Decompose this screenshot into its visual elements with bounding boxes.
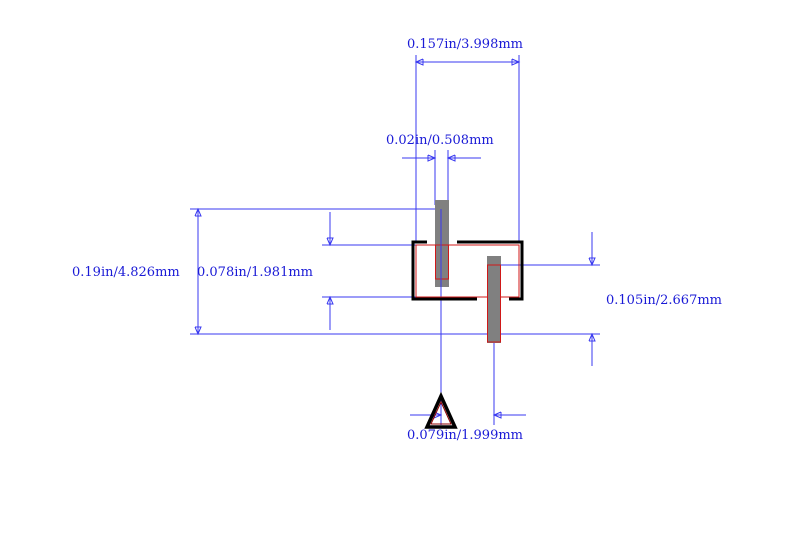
- arrow-left: [414, 58, 424, 66]
- pin-2-edge: [487, 264, 501, 343]
- arrow-up: [194, 207, 202, 217]
- dim-right-height: 0.105in/2.667mm: [494, 232, 722, 366]
- arrow-body-top: [326, 237, 334, 247]
- package-outline: [411, 240, 524, 301]
- outline-right-bracket: [457, 240, 524, 301]
- body-edge: [415, 244, 520, 298]
- arrow-right-top: [588, 257, 596, 267]
- dim-pin-width: 0.02in/0.508mm: [386, 133, 494, 205]
- arrow-pin-left: [427, 154, 437, 162]
- pin1-marker-inner-icon: [430, 400, 452, 425]
- outline-left-bracket: [411, 240, 477, 301]
- label-pin-width: 0.02in/0.508mm: [386, 133, 494, 148]
- dim-total-height: 0.19in/4.826mm: [72, 207, 600, 336]
- dim-pin-pitch: 0.079in/1.999mm: [407, 287, 526, 443]
- arrow-down: [194, 326, 202, 336]
- pin-1: [435, 200, 449, 287]
- dim-top-width: 0.157in/3.998mm: [407, 37, 523, 242]
- label-right-height: 0.105in/2.667mm: [606, 293, 722, 308]
- pad-2: [487, 256, 501, 343]
- pin-2: [487, 256, 501, 343]
- label-total-height: 0.19in/4.826mm: [72, 265, 180, 280]
- arrow-right-bottom: [588, 332, 596, 342]
- label-pin-pitch: 0.079in/1.999mm: [407, 428, 523, 443]
- dim-body-height: 0.078in/1.981mm: [197, 212, 436, 330]
- arrow-body-bottom: [326, 295, 334, 305]
- arrow-pitch-right: [492, 411, 502, 419]
- arrow-pin-right: [446, 154, 456, 162]
- pin1-marker-icon: [424, 391, 458, 429]
- pad-1: [435, 200, 449, 287]
- pin-1-edge: [435, 244, 449, 280]
- label-body-height: 0.078in/1.981mm: [197, 265, 313, 280]
- arrow-right: [511, 58, 521, 66]
- label-top-width: 0.157in/3.998mm: [407, 37, 523, 52]
